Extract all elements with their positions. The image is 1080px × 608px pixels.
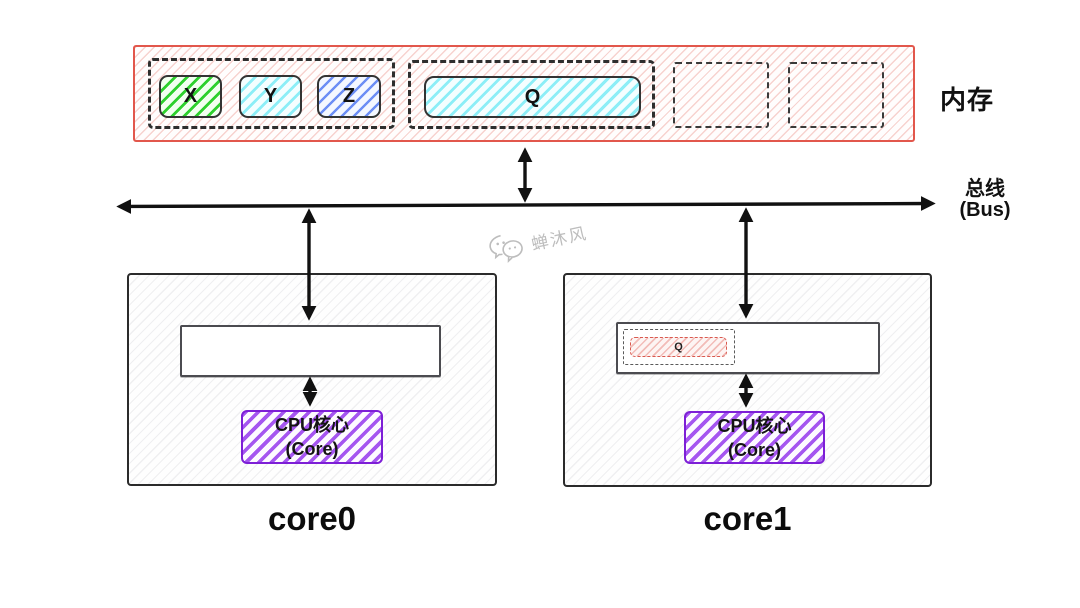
bus-label: 总线 (Bus) — [945, 179, 1025, 221]
core0-cache — [180, 325, 441, 377]
memory-cell-x: X — [159, 75, 222, 118]
core0-caption: core0 — [267, 500, 357, 537]
memory-cell-z: Z — [317, 75, 381, 118]
wechat-icon — [489, 234, 523, 264]
core1-cache-cell-q-label: Q — [674, 341, 683, 353]
watermark-text: 蝉沐风 — [529, 223, 590, 254]
memory-cell-y-label: Y — [263, 85, 278, 107]
core1-cpu-label-line1: CPU核心 — [717, 415, 792, 436]
memory-cell-q-label: Q — [524, 85, 541, 108]
core0-cpu-label-line2: (Core) — [285, 439, 339, 459]
memory-cell-q: Q — [424, 76, 641, 118]
memory-cell-y: Y — [239, 75, 302, 118]
memory-group-q: Q — [408, 60, 655, 129]
core1-cache-dashed-group: Q — [623, 329, 735, 365]
core1-cache-cell-q: Q — [630, 337, 727, 357]
memory-group-xyz: X Y Z — [148, 58, 395, 129]
memory-slot-empty-1 — [673, 62, 769, 128]
core0-cpu-label-line1: CPU核心 — [274, 415, 349, 435]
bus-label-cn: 总线 — [965, 178, 1005, 200]
bus-label-en: (Bus) — [959, 199, 1011, 221]
core1-caption: core1 — [703, 500, 792, 537]
memory-cell-z-label: Z — [342, 85, 356, 107]
core1-cpu-label-line2: (Core) — [728, 439, 781, 460]
watermark: 蝉沐风 — [486, 216, 590, 266]
memory-slot-empty-2 — [788, 62, 884, 128]
memory-cell-x-label: X — [183, 85, 198, 107]
core1-box: Q CPU核心 (Core) — [563, 273, 932, 487]
memory-box: X Y Z Q — [133, 45, 915, 142]
core0-cpu: CPU核心 (Core) — [241, 410, 383, 464]
core0-box: CPU核心 (Core) — [127, 273, 497, 486]
core1-cache: Q — [616, 322, 880, 374]
memory-label: 内存 — [940, 85, 995, 115]
bus-line — [116, 196, 936, 214]
core1-cpu: CPU核心 (Core) — [684, 411, 825, 464]
